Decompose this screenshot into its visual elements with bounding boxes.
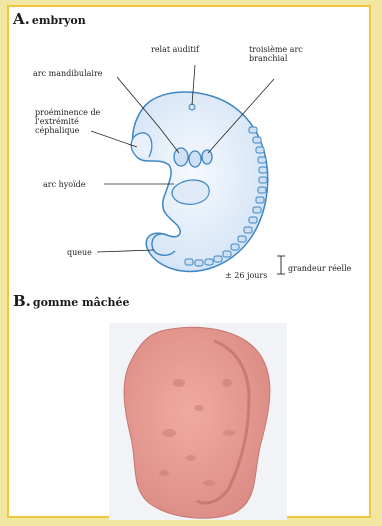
panel-b-title: B.gomme mâchée — [13, 291, 130, 310]
hyoid-arch-shape — [189, 151, 201, 167]
label-age: ± 26 jours — [225, 271, 267, 280]
label-scale: grandeur réelle — [288, 264, 351, 273]
label-hyoid-arch: arc hyoïde — [43, 180, 86, 189]
label-otic-placode: relat auditif — [151, 45, 199, 54]
third-arch-shape — [202, 150, 212, 164]
mandibular-arch-shape — [174, 148, 188, 166]
label-cephalic-prominence: proéminence de l'extrémité céphalique — [35, 108, 109, 135]
head-prominence — [131, 133, 152, 157]
label-tail: queue — [67, 248, 92, 257]
gum-shape — [109, 323, 287, 520]
panel-b-letter: B. — [13, 292, 31, 310]
figure-frame: A.embryon — [7, 5, 371, 518]
scale-bar — [277, 256, 285, 274]
gum-photo — [109, 323, 287, 520]
label-third-arch: troisième arc branchial — [249, 45, 307, 63]
label-mandibular-arch: arc mandibulaire — [33, 69, 103, 78]
panel-b-word: gomme mâchée — [33, 296, 130, 309]
